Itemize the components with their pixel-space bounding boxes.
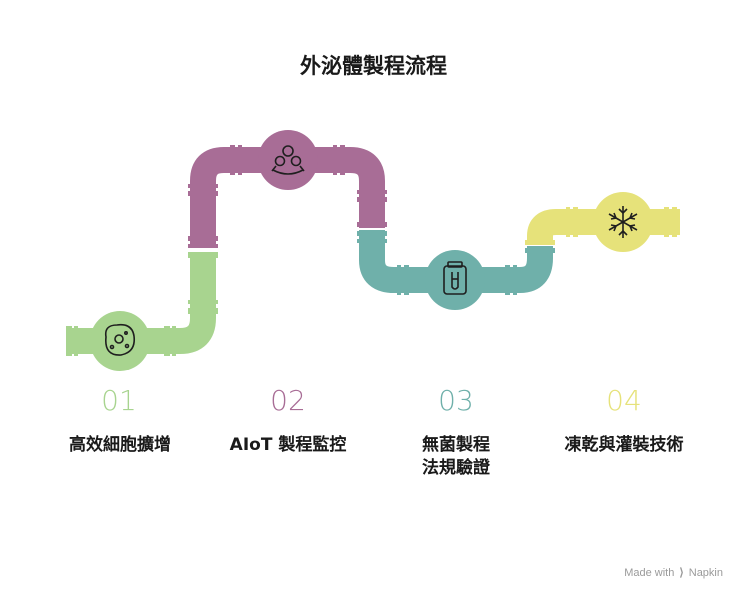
vial-icon bbox=[443, 261, 467, 295]
cell-icon bbox=[104, 323, 136, 356]
pipe-segment-4 bbox=[525, 207, 680, 245]
step-number-2: 02 bbox=[270, 384, 306, 417]
step-node-4 bbox=[593, 192, 653, 252]
cell-cluster-icon bbox=[271, 145, 305, 175]
step-label-3-line-2: 法規驗證 bbox=[422, 458, 490, 478]
credit-brand: Napkin bbox=[688, 567, 723, 579]
step-label-4: 凍乾與灌裝技術 bbox=[564, 435, 684, 455]
step-node-3 bbox=[425, 250, 485, 310]
step-label-2: AIoT 製程監控 bbox=[229, 435, 347, 455]
pipe-segment-1 bbox=[66, 252, 218, 356]
step-number-4: 04 bbox=[606, 384, 642, 417]
step-label-1: 高效細胞擴增 bbox=[69, 435, 171, 455]
credit-line: Made with ⟩ Napkin bbox=[624, 566, 723, 579]
step-label-3-line-1: 無菌製程 bbox=[422, 435, 490, 455]
snowflake-icon bbox=[608, 206, 638, 238]
step-label-3: 無菌製程 法規驗證 bbox=[371, 434, 541, 480]
diagram-title: 外泌體製程流程 bbox=[300, 54, 447, 78]
step-number-3: 03 bbox=[438, 384, 474, 417]
step-node-1 bbox=[90, 311, 150, 371]
step-node-2 bbox=[258, 130, 318, 190]
step-number-1: 01 bbox=[101, 384, 137, 417]
napkin-logo-icon: ⟩ bbox=[679, 567, 684, 579]
credit-prefix: Made with bbox=[624, 567, 675, 579]
